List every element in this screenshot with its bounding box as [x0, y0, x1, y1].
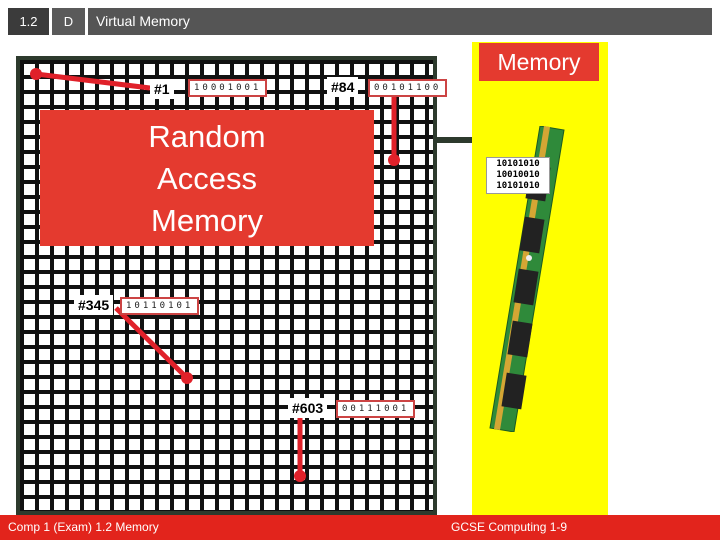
binary-row: 10101010 — [496, 181, 540, 191]
section-letter: D — [52, 8, 85, 35]
ram-label-line: Memory — [151, 203, 263, 238]
cell-bits: 10001001 — [188, 79, 268, 97]
cell-bits: 00101100 — [368, 79, 448, 97]
ram-label-line: Random — [148, 119, 266, 154]
footer-bar: Comp 1 (Exam) 1.2 Memory GCSE Computing … — [0, 515, 720, 540]
stick-binary: 10101010 10010010 10101010 — [486, 157, 550, 194]
ram-stick-icon — [489, 126, 565, 432]
cell-address: #1 — [150, 79, 174, 99]
pointer-dot — [181, 372, 193, 384]
pointer-line — [114, 306, 189, 380]
pointer-dot — [30, 68, 42, 80]
memory-label: Memory — [479, 43, 599, 81]
cell-bits: 10110101 — [120, 297, 200, 315]
cell-bits: 00111001 — [336, 400, 416, 418]
footer-subject: GCSE Computing 1-9 — [451, 520, 568, 534]
binary-row: 10101010 — [496, 159, 540, 169]
cell-address: #345 — [74, 295, 114, 315]
cell-address: #84 — [327, 77, 359, 97]
section-number: 1.2 — [8, 8, 49, 35]
pointer-dot — [294, 470, 306, 482]
cell-address: #603 — [288, 398, 328, 418]
ram-label-line: Access — [157, 161, 257, 196]
memory-panel — [472, 42, 608, 515]
binary-row: 10010010 — [496, 170, 540, 180]
footer-course: Comp 1 (Exam) 1.2 Memory — [8, 520, 159, 534]
pointer-dot — [388, 154, 400, 166]
pointer-line — [35, 71, 151, 91]
slide-title: Virtual Memory — [88, 8, 712, 35]
ram-label-box: Random Access Memory — [40, 110, 374, 246]
